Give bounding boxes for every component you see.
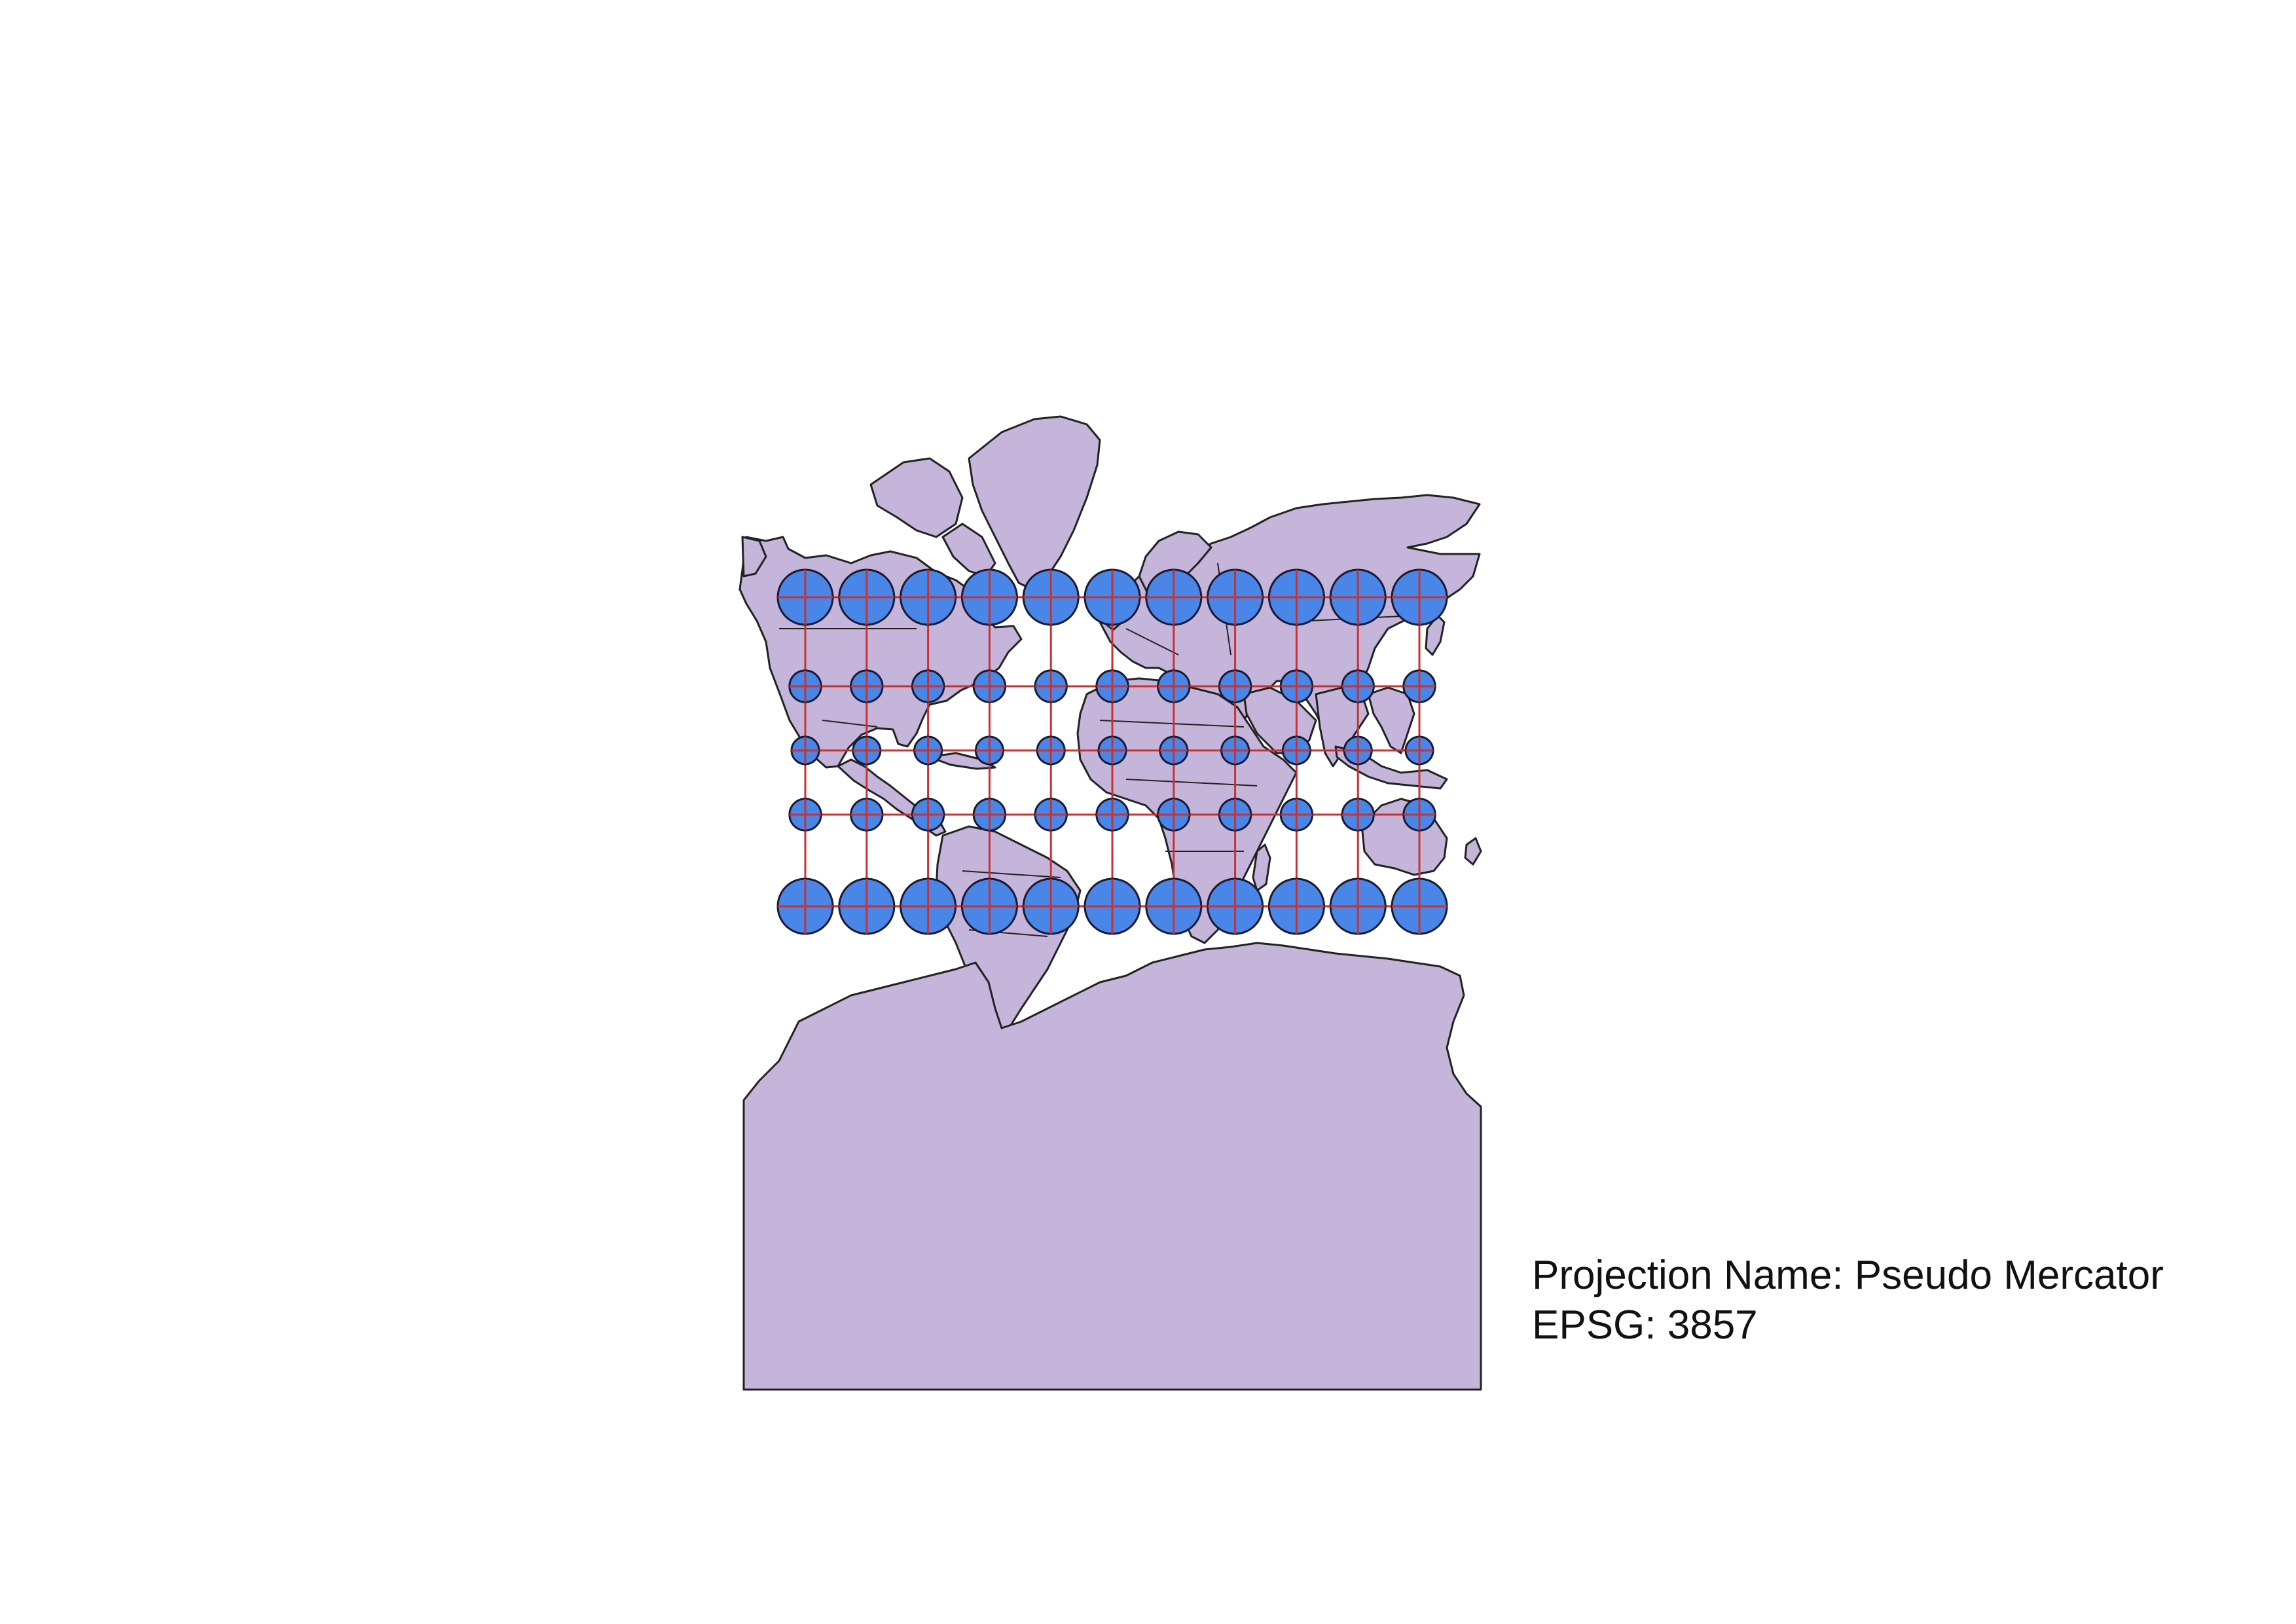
southeast-asia-landmass: [1367, 686, 1415, 754]
tissot-indicatrices: [776, 568, 1448, 935]
projection-epsg-label: EPSG: 3857: [1532, 1302, 1758, 1348]
border-europe-west: [1125, 628, 1179, 655]
new-zealand-islands: [1464, 837, 1482, 866]
projection-name-label: Projection Name: Pseudo Mercator: [1532, 1253, 2164, 1298]
border-south-america-a: [962, 870, 1061, 878]
border-africa-north: [1099, 720, 1245, 728]
antarctica-landmass: [742, 942, 1482, 1391]
arctic-islands: [869, 457, 964, 538]
alaska-west-fragment: [741, 536, 767, 578]
cuba-island: [928, 752, 996, 770]
madagascar-island: [1252, 843, 1271, 892]
greenland-landmass: [968, 415, 1101, 591]
baffin-island: [941, 523, 996, 578]
border-usa-mexico: [822, 720, 878, 728]
